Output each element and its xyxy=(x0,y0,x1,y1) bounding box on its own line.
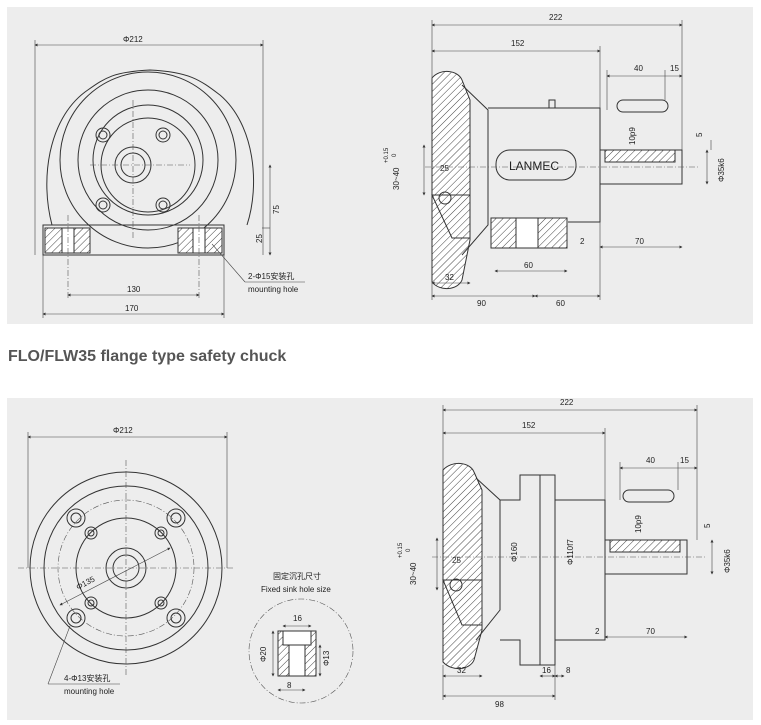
top-front-diameter: Φ212 xyxy=(123,35,143,44)
sink-hole-13: Φ13 xyxy=(322,650,331,666)
top-side-keyway: 10p9 xyxy=(628,127,637,145)
top-front-base-width: 170 xyxy=(125,304,139,313)
top-front-hole-spacing: 130 xyxy=(127,285,141,294)
top-side-tolerance: +0.15 xyxy=(384,147,390,163)
bottom-side-overall-left: 98 xyxy=(495,700,504,709)
section-title: FLO/FLW35 flange type safety chuck xyxy=(8,348,287,365)
bottom-side-range: 30~40 xyxy=(409,562,418,585)
sink-hole-20: Φ20 xyxy=(259,646,268,662)
top-front-base-height: 25 xyxy=(255,234,264,243)
bottom-side-tolerance: +0.15 xyxy=(398,542,404,558)
bottom-side-flange-dia: Φ160 xyxy=(510,542,519,562)
bottom-side-flange-thk: 32 xyxy=(457,666,466,675)
sink-hole-title: 固定沉孔尺寸 xyxy=(273,571,321,581)
top-side-base-right: 60 xyxy=(556,299,565,308)
top-front-hole-note: 2-Φ15安装孔 xyxy=(248,271,294,281)
bottom-front-hole-note-en: mounting hole xyxy=(64,687,115,696)
bottom-side-view xyxy=(432,405,714,700)
bottom-front-pcd: Φ135 xyxy=(75,574,97,591)
top-side-foot-len: 60 xyxy=(524,261,533,270)
bottom-side-key-depth: 5 xyxy=(703,523,712,528)
bottom-side-shaft-dia: Φ35k6 xyxy=(723,549,732,573)
bottom-front-diameter: Φ212 xyxy=(113,426,133,435)
top-side-range: 30~40 xyxy=(392,167,401,190)
bottom-side-spigot-dia: Φ110f7 xyxy=(566,539,575,565)
top-side-shaft-len: 70 xyxy=(635,237,644,246)
bottom-side-shaft-len: 70 xyxy=(646,627,655,636)
bottom-front-hole-note: 4-Φ13安装孔 xyxy=(64,673,110,683)
top-side-key-depth: 5 xyxy=(695,132,704,137)
bottom-side-overall: 222 xyxy=(560,398,574,407)
top-front-hole-note-en: mounting hole xyxy=(248,285,299,294)
top-front-height: 75 xyxy=(272,205,281,214)
bottom-side-gap: 2 xyxy=(595,627,600,636)
bottom-side-key-offset: 40 xyxy=(646,456,655,465)
sink-hole-16: 16 xyxy=(293,614,302,623)
top-side-body: 152 xyxy=(511,39,525,48)
sink-hole-8: 8 xyxy=(287,681,292,690)
top-side-tolerance-lower: 0 xyxy=(392,153,398,157)
bottom-side-spigot-w: 8 xyxy=(566,666,571,675)
top-side-overall: 222 xyxy=(549,13,563,22)
top-side-view xyxy=(422,20,712,300)
top-side-base-left: 90 xyxy=(477,299,486,308)
bottom-side-body: 152 xyxy=(522,421,536,430)
bottom-side-key-end: 15 xyxy=(680,456,689,465)
bottom-side-flange-w: 16 xyxy=(542,666,551,675)
top-drawing-panel xyxy=(7,7,753,324)
bottom-side-bore-depth: 25 xyxy=(452,556,461,565)
sink-hole-title-en: Fixed sink hole size xyxy=(261,585,331,594)
top-side-brand: LANMEC xyxy=(509,159,559,173)
top-side-key-end: 15 xyxy=(670,64,679,73)
top-side-bore-depth: 25 xyxy=(440,164,449,173)
bottom-side-tolerance-lower: 0 xyxy=(406,548,412,552)
bottom-side-keyway: 10p9 xyxy=(634,515,643,533)
top-front-view xyxy=(34,40,305,318)
bottom-front-view xyxy=(18,432,354,704)
top-side-gap: 2 xyxy=(580,237,585,246)
top-side-key-offset: 40 xyxy=(634,64,643,73)
top-side-shaft-dia: Φ35k6 xyxy=(717,158,726,182)
top-side-flange-thk: 32 xyxy=(445,273,454,282)
